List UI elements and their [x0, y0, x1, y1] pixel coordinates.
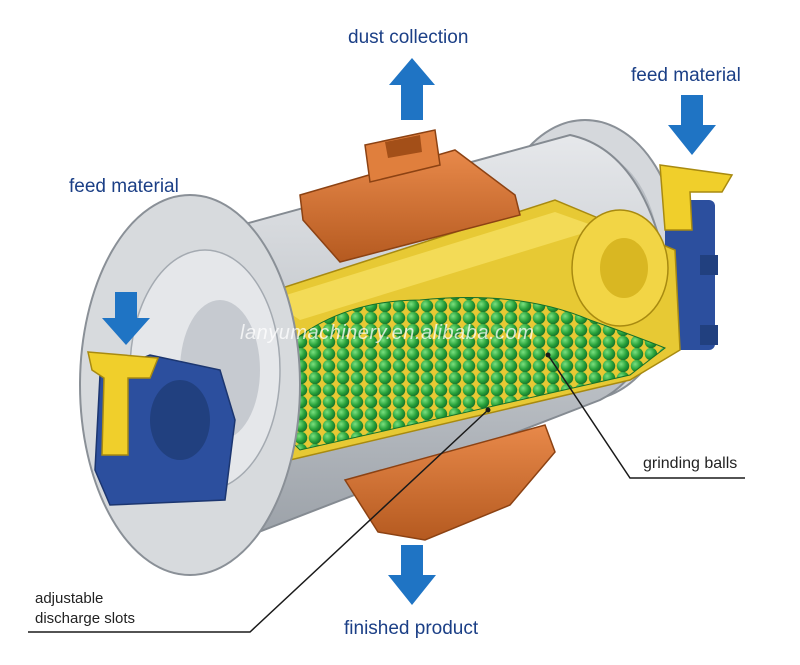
arrow-dust-up — [389, 58, 435, 120]
label-adjustable: adjustable — [35, 590, 104, 607]
label-feed-material-left: feed material — [69, 176, 179, 197]
label-feed-material-right: feed material — [631, 65, 741, 86]
left-feed-chute — [87, 351, 160, 456]
label-grinding-balls: grinding balls — [643, 455, 738, 472]
watermark-text: lanyumachinery.en.alibaba.com — [240, 322, 535, 344]
dust-hood — [299, 129, 521, 263]
leader-grinding-balls — [545, 352, 745, 479]
grinding-balls — [269, 297, 666, 451]
arrow-feed-left-down — [102, 292, 150, 345]
arrow-finished-down — [388, 545, 436, 605]
left-bearing — [94, 354, 236, 506]
label-discharge-slots: discharge slots — [35, 610, 136, 627]
leader-discharge-slots — [28, 407, 491, 633]
discharge-hood — [343, 424, 556, 541]
label-finished-product: finished product — [344, 618, 479, 639]
arrow-feed-right-down — [668, 95, 716, 155]
label-dust-collection: dust collection — [348, 27, 469, 48]
right-feed-chute — [659, 164, 734, 231]
